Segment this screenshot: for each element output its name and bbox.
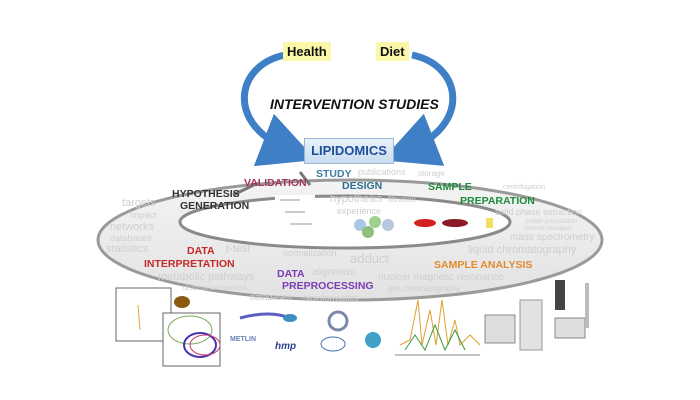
lipidmaps-logo (320, 336, 346, 352)
ring-word: alignment (312, 267, 356, 278)
ring-word: normalization (283, 248, 337, 258)
ring-word: internal standards (525, 226, 573, 232)
nmr-instrument (519, 299, 543, 351)
ring-word: t-test (226, 243, 251, 255)
ring-word: databases (110, 233, 152, 243)
diet-label: Diet (376, 42, 409, 61)
study-label: STUDY (316, 168, 352, 180)
sample-preparation-label-1: SAMPLE (428, 181, 472, 193)
ms-instrument (554, 280, 589, 339)
ring-word: adduct (350, 251, 390, 266)
ring-word: bioinformatics (303, 293, 359, 303)
ring-word: mass spectrometry (510, 232, 595, 243)
ring-word: filtration (388, 195, 417, 204)
right-arrow (381, 51, 457, 166)
sample-tissue-icon (414, 218, 493, 228)
chromatogram-image (395, 299, 481, 356)
sample-analysis-label: SAMPLE ANALYSIS (434, 259, 533, 271)
health-label: Health (283, 42, 331, 61)
metlin-logo: METLIN (230, 336, 257, 343)
data-interpretation-label-1: DATA (187, 245, 215, 257)
ring-word: publications (358, 167, 406, 177)
ring-word: metabolic pathways (158, 271, 255, 283)
validation-label: VALIDATION (244, 177, 307, 189)
ring-word: targets (122, 197, 156, 209)
ring-word: databases (250, 292, 292, 302)
ring-word: statistics (106, 243, 149, 255)
software-logo (365, 332, 381, 348)
data-interpretation-label-2: INTERPRETATION (144, 258, 235, 270)
design-label: DESIGN (342, 180, 383, 192)
lipidomics-box: LIPIDOMICS (304, 138, 394, 164)
ring-word: solid phase extraction (495, 207, 583, 217)
ring-word: experience (337, 206, 382, 216)
hypothesis-label-1: HYPOTHESIS (172, 188, 240, 200)
data-preprocessing-label-1: DATA (277, 268, 305, 280)
ring-word: hypothesis (330, 193, 383, 205)
left-arrow (240, 51, 317, 167)
ring-word: impact (130, 210, 157, 220)
inner-ring (178, 194, 512, 250)
scatter-plot-image (115, 287, 221, 367)
ring-word: centrifugation (503, 184, 546, 191)
hmp-logo: hmp (275, 341, 297, 352)
r-logo (327, 310, 349, 332)
ring-word: discriminant analysis (183, 285, 248, 292)
flowchart-icon (275, 195, 315, 230)
ring-word: gas chromatography (388, 284, 461, 293)
ring-word: liquid chromatography (468, 244, 577, 256)
ring-word: nuclear magnetic resonance (378, 272, 504, 283)
network-image (239, 312, 297, 322)
ring-word: protein precipitation (525, 219, 578, 225)
people-icon (354, 216, 394, 238)
intervention-studies-title: INTERVENTION STUDIES (270, 96, 439, 112)
pathway-image (174, 296, 190, 308)
ring-word: storage (418, 169, 445, 178)
ring-word: networks (110, 221, 155, 233)
data-preprocessing-label-2: PREPROCESSING (282, 280, 374, 292)
lc-instrument (484, 314, 516, 344)
sample-preparation-label-2: PREPARATION (460, 195, 535, 207)
hypothesis-label-2: GENERATION (180, 200, 250, 212)
